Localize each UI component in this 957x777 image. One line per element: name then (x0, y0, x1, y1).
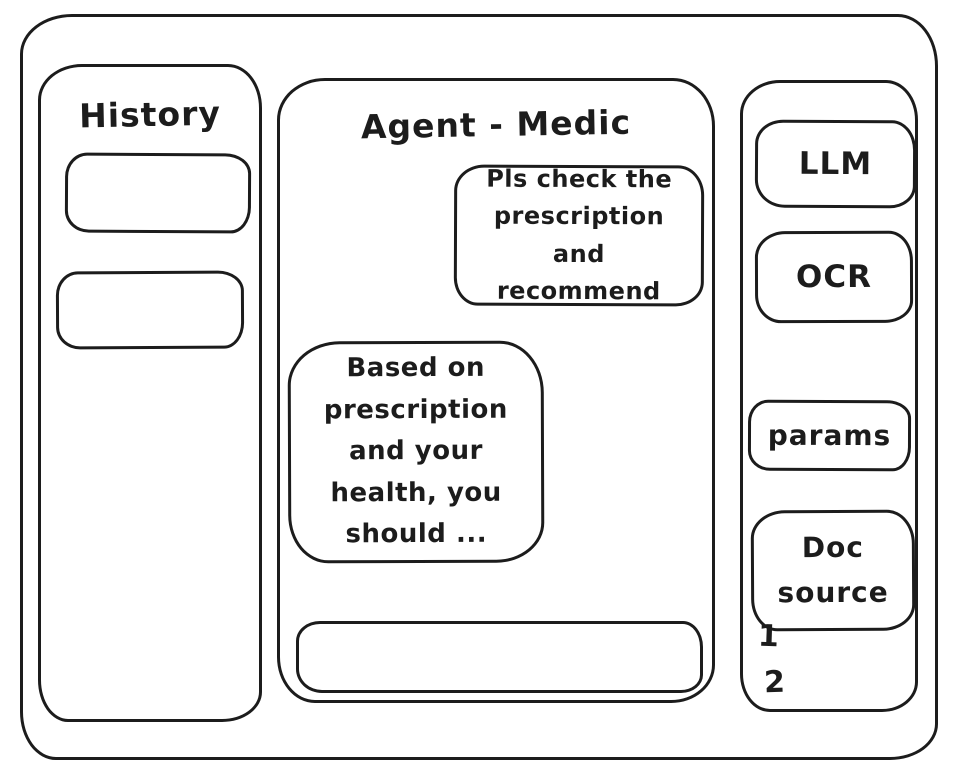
chat-panel: Agent - Medic Pls check the prescription… (277, 78, 715, 703)
chat-title: Agent - Medic (360, 102, 632, 147)
doc-source-number-1: 1 (757, 618, 780, 655)
doc-source-number-2: 2 (763, 664, 786, 701)
params-button[interactable]: params (747, 399, 912, 472)
history-item[interactable] (55, 270, 245, 350)
doc-source-button[interactable]: Doc source (750, 509, 916, 632)
history-title: History (78, 93, 222, 136)
user-message-bubble: Pls check the prescription and recommend (453, 164, 705, 307)
ocr-button[interactable]: OCR (754, 230, 914, 324)
history-item[interactable] (64, 152, 252, 234)
tools-sidebar: LLM OCR params Doc source 1 2 (740, 80, 918, 712)
llm-button[interactable]: LLM (754, 119, 917, 209)
chat-input[interactable] (296, 621, 703, 693)
assistant-message-text: Based on prescription and your health, y… (323, 352, 508, 550)
history-sidebar: History (38, 64, 262, 722)
assistant-message-bubble: Based on prescription and your health, y… (287, 340, 545, 564)
user-message-text: Pls check the prescription and recommend (486, 164, 673, 305)
